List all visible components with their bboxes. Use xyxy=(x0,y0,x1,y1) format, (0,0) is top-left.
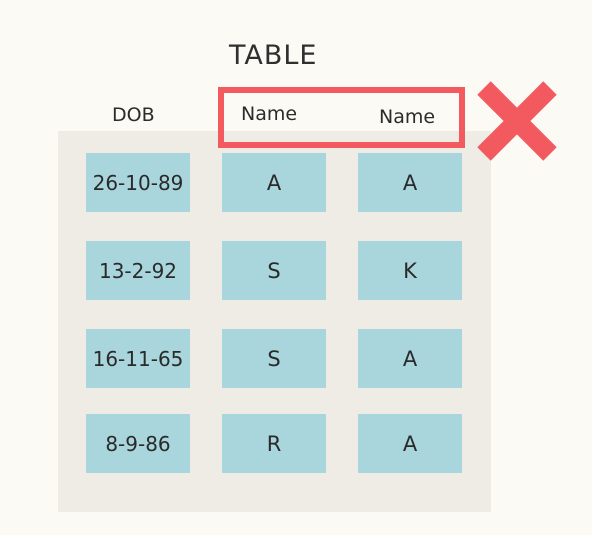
table-cell-dob: 26-10-89 xyxy=(86,153,190,212)
table-cell-dob: 16-11-65 xyxy=(86,329,190,388)
diagram-title: TABLE xyxy=(229,40,318,71)
table-cell-name-2: K xyxy=(358,241,462,300)
table-cell-dob: 13-2-92 xyxy=(86,241,190,300)
table-cell-name-1: A xyxy=(222,153,326,212)
table-cell-name-1: S xyxy=(222,241,326,300)
table-cell-name-2: A xyxy=(358,329,462,388)
table-cell-dob: 8-9-86 xyxy=(86,414,190,473)
duplicate-header-highlight xyxy=(218,87,465,148)
table-cell-name-2: A xyxy=(358,414,462,473)
cross-icon xyxy=(477,81,557,161)
column-header-dob: DOB xyxy=(112,104,155,126)
table-cell-name-1: R xyxy=(222,414,326,473)
column-header-name-2: Name xyxy=(379,106,436,128)
table-cell-name-1: S xyxy=(222,329,326,388)
column-header-name-1: Name xyxy=(241,103,298,125)
table-cell-name-2: A xyxy=(358,153,462,212)
